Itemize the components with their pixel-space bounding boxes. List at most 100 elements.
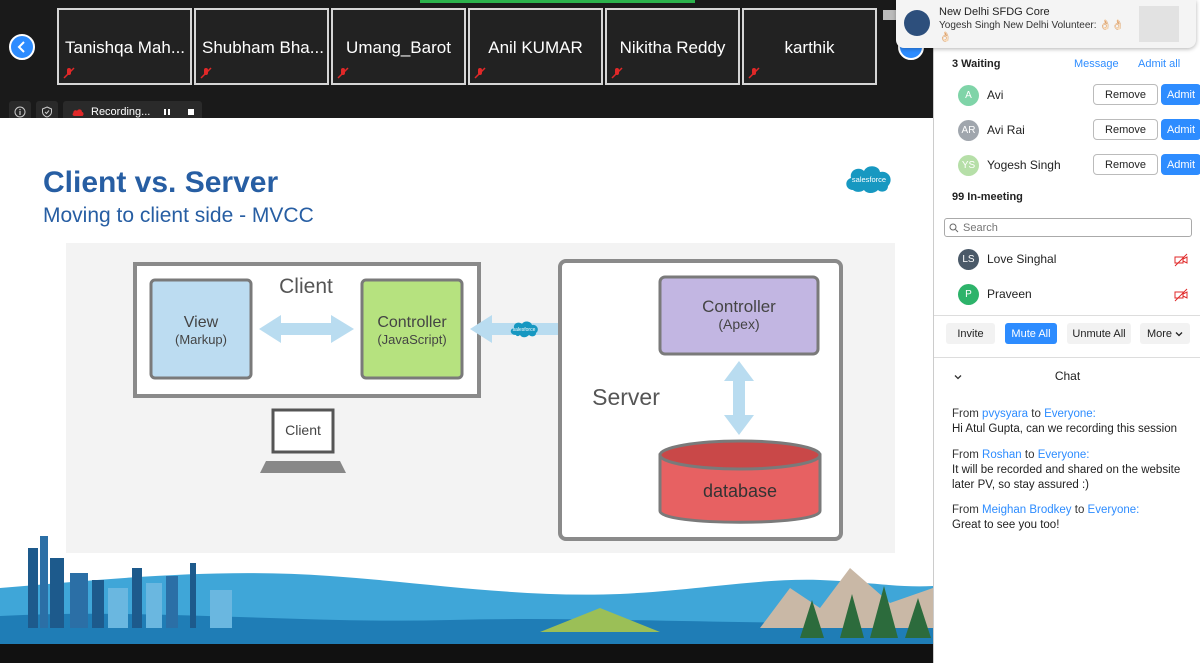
to-word: to [1074, 504, 1085, 516]
waiting-participant-row: AR Avi Rai Remove Admit [934, 115, 1200, 147]
video-off-icon [1174, 253, 1188, 267]
chat-notification-toast[interactable]: New Delhi SFDG Core Yogesh Singh New Del… [896, 0, 1196, 48]
city-skyline-illustration [0, 536, 933, 644]
view-box [149, 278, 253, 380]
chat-message: From pvysyara to Everyone: Hi Atul Gupta… [952, 407, 1192, 437]
muted-mic-icon [474, 67, 486, 79]
muted-mic-icon [200, 67, 212, 79]
participant-name: Yogesh Singh [987, 158, 1061, 172]
chevron-left-icon [17, 41, 25, 53]
chat-recipient[interactable]: Everyone: [1044, 408, 1096, 420]
remove-button[interactable]: Remove [1093, 84, 1158, 105]
message-waiting-link[interactable]: Message [1074, 58, 1119, 70]
chat-message-header: From Meighan Brodkey to Everyone: [952, 503, 1192, 518]
remove-button[interactable]: Remove [1093, 119, 1158, 140]
divider [934, 357, 1200, 358]
from-word: From [952, 408, 979, 420]
client-label: Client [279, 275, 333, 298]
server-controller-label: Controller [702, 297, 776, 316]
laptop-label: Client [285, 422, 321, 438]
client-controller-sublabel: (JavaScript) [377, 332, 446, 347]
slide-subtitle: Moving to client side - MVCC [43, 204, 314, 227]
waiting-participant-row: YS Yogesh Singh Remove Admit [934, 150, 1200, 182]
participant-name: Love Singhal [987, 252, 1057, 266]
video-tile[interactable]: Umang_Barot [331, 8, 466, 85]
server-controller-box [658, 275, 820, 356]
pause-recording-icon[interactable] [162, 107, 172, 117]
admit-button[interactable]: Admit [1161, 84, 1200, 105]
avatar: P [958, 284, 979, 305]
participant-name: Umang_Barot [346, 38, 451, 57]
controller-database-arrow [724, 361, 754, 435]
waiting-participant-row: A Avi Remove Admit [934, 80, 1200, 112]
security-button[interactable] [36, 101, 58, 122]
video-tile[interactable]: Nikitha Reddy [605, 8, 740, 85]
previous-page-button[interactable] [9, 34, 35, 60]
video-tile[interactable]: Tanishqa Mah... [57, 8, 192, 85]
video-tile[interactable]: Shubham Bha... [194, 8, 329, 85]
stop-recording-icon[interactable] [186, 107, 196, 117]
client-server-diagram: Client View (Markup) Controller (JavaScr… [66, 243, 895, 553]
mute-all-button[interactable]: Mute All [1005, 323, 1057, 344]
shield-icon [42, 105, 52, 118]
chat-message: From Roshan to Everyone: It will be reco… [952, 448, 1192, 493]
collapse-chat-icon[interactable] [953, 372, 963, 382]
remove-button[interactable]: Remove [1093, 154, 1158, 175]
muted-mic-icon [337, 67, 349, 79]
avatar: LS [958, 249, 979, 270]
view-toggle-icon[interactable] [883, 10, 897, 20]
meeting-bottom-bar [0, 644, 933, 663]
chevron-down-icon [1175, 331, 1183, 336]
chat-recipient[interactable]: Everyone: [1087, 504, 1140, 516]
chat-recipient[interactable]: Everyone: [1037, 449, 1090, 461]
waiting-room-title: 3 Waiting [952, 58, 1001, 70]
in-meeting-title: 99 In-meeting [952, 191, 1023, 203]
invite-button[interactable]: Invite [946, 323, 995, 344]
to-word: to [1024, 449, 1035, 461]
view-sublabel: (Markup) [175, 332, 227, 347]
chat-message-text: Great to see you too! [952, 519, 1060, 531]
chat-message-text: Hi Atul Gupta, can we recording this ses… [952, 423, 1178, 435]
database-label: database [703, 481, 777, 501]
in-meeting-participant-row[interactable]: P Praveen [934, 279, 1200, 311]
database-cylinder [658, 453, 822, 524]
meeting-info-button[interactable] [9, 101, 31, 122]
participant-name: Praveen [987, 287, 1032, 301]
chat-sender[interactable]: pvysyara [982, 408, 1029, 420]
participant-name: Anil KUMAR [488, 38, 583, 57]
slide-title: Client vs. Server [43, 166, 279, 199]
more-button[interactable]: More [1140, 323, 1190, 344]
active-speaker-bar [420, 0, 695, 3]
video-tile[interactable]: Anil KUMAR [468, 8, 603, 85]
salesforce-logo-text: salesforce [852, 175, 886, 184]
salesforce-logo: salesforce [846, 166, 891, 193]
client-controller-label: Controller [377, 314, 447, 331]
chat-sender[interactable]: Roshan [982, 449, 1022, 461]
avatar: AR [958, 120, 979, 141]
to-word: to [1031, 408, 1041, 420]
avatar: YS [958, 155, 979, 176]
unmute-all-button[interactable]: Unmute All [1067, 323, 1131, 344]
recording-label: Recording... [91, 105, 151, 118]
participant-search-input[interactable] [944, 218, 1192, 237]
video-tile[interactable]: karthik [742, 8, 877, 85]
meeting-area: Tanishqa Mah... Shubham Bha... Umang_Bar… [0, 0, 933, 663]
notification-message: Yogesh Singh New Delhi Volunteer: 👌🏻👌🏻👌🏻 [939, 20, 1125, 43]
participants-panel: 3 Waiting Message Admit all A Avi Remove… [933, 0, 1200, 663]
search-icon [949, 223, 959, 233]
participant-name: Avi [987, 88, 1004, 102]
admit-button[interactable]: Admit [1161, 119, 1200, 140]
muted-mic-icon [63, 67, 75, 79]
notification-title: New Delhi SFDG Core [939, 6, 1050, 18]
laptop-base [260, 461, 346, 473]
chat-message-text: It will be recorded and shared on the we… [952, 464, 1181, 491]
group-thumbnail-icon [1139, 6, 1179, 42]
muted-mic-icon [611, 67, 623, 79]
admit-button[interactable]: Admit [1161, 154, 1200, 175]
chat-sender[interactable]: Meighan Brodkey [982, 504, 1072, 516]
avatar: A [958, 85, 979, 106]
chat-message-header: From pvysyara to Everyone: [952, 407, 1192, 422]
in-meeting-participant-row[interactable]: LS Love Singhal [934, 244, 1200, 276]
cloud-record-icon [72, 108, 84, 116]
admit-all-link[interactable]: Admit all [1138, 58, 1181, 70]
